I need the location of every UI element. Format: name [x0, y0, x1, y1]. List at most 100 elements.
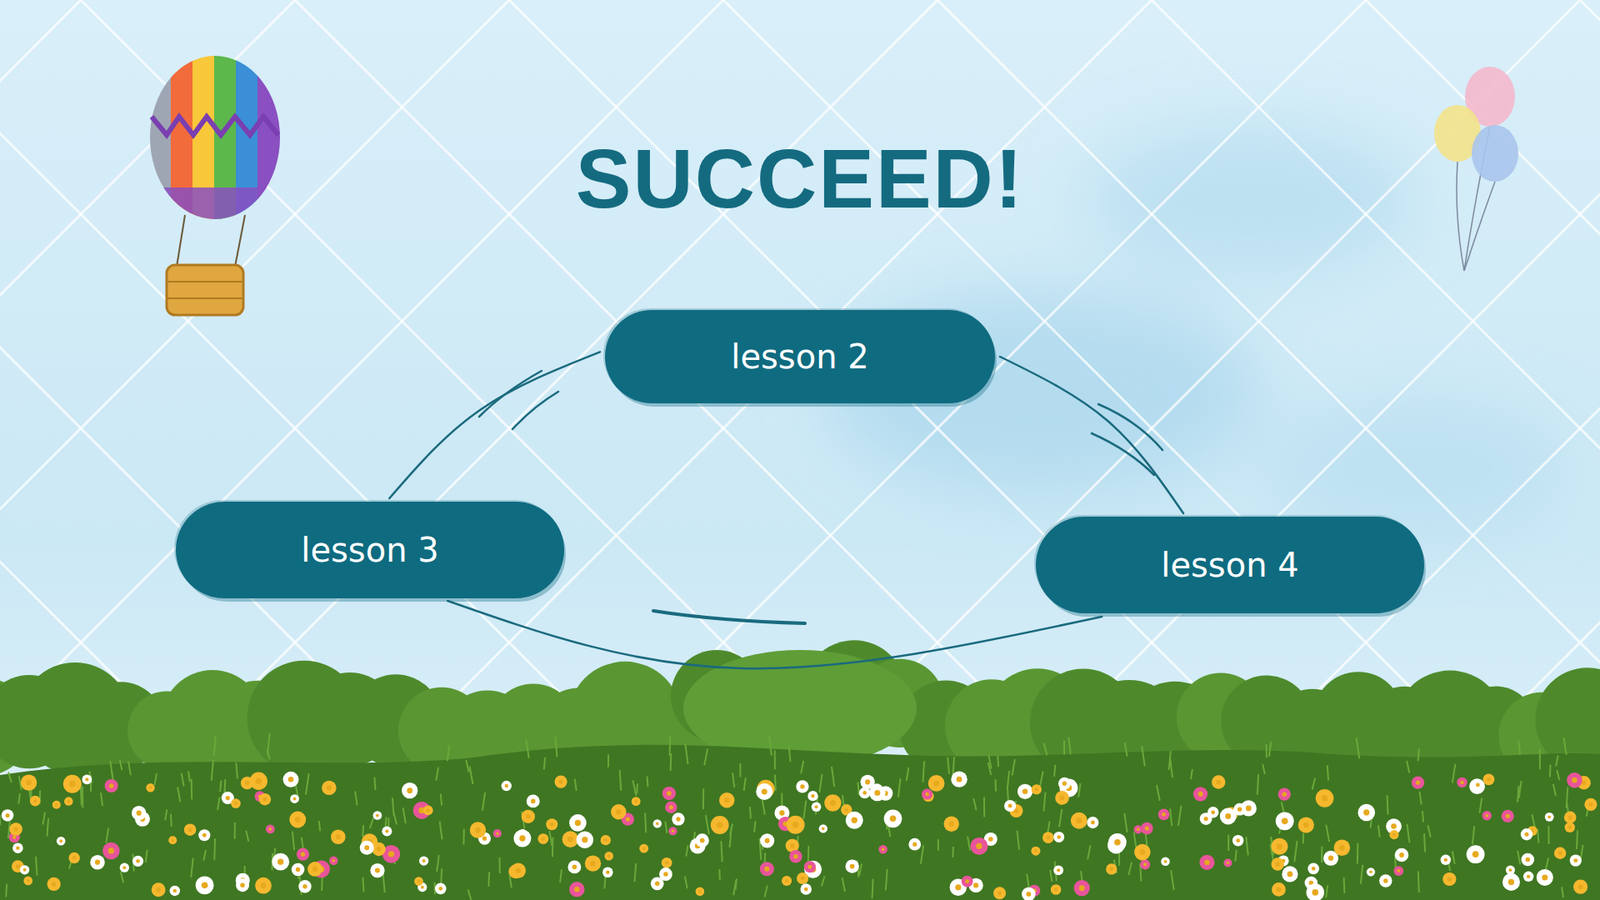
flower-center: [851, 817, 858, 824]
flower-center: [277, 858, 284, 865]
grass-blade: [128, 761, 131, 776]
flower: [1482, 810, 1492, 820]
flower: [845, 811, 864, 830]
grass-blade: [190, 858, 193, 878]
flower: [760, 833, 775, 848]
flower-center: [567, 836, 574, 843]
grass-blade: [744, 777, 746, 791]
grass-blade: [821, 875, 825, 886]
flower: [710, 815, 730, 835]
grass-blade: [735, 878, 737, 890]
flower: [869, 785, 886, 802]
grass-blade: [120, 871, 124, 883]
flower-center: [1054, 887, 1058, 891]
grass-blade: [774, 750, 776, 770]
flower-center: [1204, 816, 1209, 821]
flower: [562, 830, 580, 848]
flower-center: [1383, 878, 1388, 883]
flower: [1053, 865, 1064, 875]
grass-blade: [467, 889, 471, 900]
grass-blade: [685, 876, 688, 890]
flower: [493, 829, 502, 838]
flower-center: [844, 807, 849, 812]
flower: [1523, 871, 1534, 882]
flower: [271, 853, 290, 871]
flower-center: [541, 836, 545, 840]
grass-blade: [319, 820, 320, 831]
flower: [250, 772, 268, 790]
flower: [695, 886, 705, 896]
flower: [414, 876, 424, 886]
flower-center: [724, 797, 730, 803]
grass-blade: [1517, 850, 1520, 865]
flower-center: [1573, 858, 1578, 863]
flower-center: [1363, 809, 1370, 815]
flower: [824, 794, 841, 811]
flower-center: [293, 797, 297, 801]
grass-blade: [872, 879, 874, 900]
flower-center: [505, 784, 509, 788]
flower: [68, 852, 80, 864]
flower-center: [1312, 889, 1320, 896]
flower: [1074, 880, 1090, 896]
flower-center: [1460, 780, 1464, 785]
flower: [1307, 863, 1320, 875]
flower-center: [300, 851, 305, 856]
grass-blade: [1545, 858, 1549, 871]
ground: [0, 745, 1600, 900]
flower-center: [1204, 860, 1210, 865]
grass-blade: [440, 821, 443, 840]
flower: [56, 836, 66, 846]
grass-blade: [718, 869, 720, 880]
flower-center: [1235, 838, 1240, 843]
grass-blade: [1007, 770, 1010, 789]
grass-blade: [361, 825, 365, 837]
flower-center: [1090, 820, 1095, 825]
flower: [1270, 838, 1288, 855]
grass-blade: [951, 846, 955, 858]
flower: [1031, 784, 1042, 795]
grass-blade: [635, 783, 639, 794]
flower: [373, 810, 383, 820]
flower-center: [1136, 827, 1140, 831]
grass-blade: [1227, 835, 1230, 851]
grass-blade: [42, 812, 45, 825]
grass-blade: [1124, 813, 1127, 833]
grass-blade: [973, 798, 976, 810]
grass-blade: [482, 792, 485, 811]
grass-blade: [947, 757, 950, 775]
flower: [184, 823, 196, 835]
flower-center: [675, 816, 680, 821]
flower-center: [262, 797, 267, 802]
flower-center: [1568, 815, 1573, 820]
grass-blade: [440, 793, 442, 805]
flower-center: [201, 881, 209, 889]
grass-blade: [155, 773, 157, 785]
grass-blade: [267, 733, 270, 755]
grass-blade: [789, 745, 791, 762]
flower-center: [1275, 861, 1280, 866]
flower: [1566, 772, 1582, 788]
flower-center: [1210, 810, 1215, 815]
flower: [639, 844, 649, 854]
flower-center: [188, 827, 193, 832]
flower: [567, 860, 581, 874]
diagram-title: SUCCEED!: [575, 132, 1025, 225]
flower: [1134, 844, 1151, 861]
flower-center: [1415, 780, 1420, 785]
flower-center: [1282, 792, 1287, 797]
flower: [1520, 828, 1533, 840]
flower-center: [23, 868, 27, 872]
flower: [1140, 859, 1150, 870]
flower: [662, 786, 676, 800]
grass-blade: [842, 877, 845, 892]
flower-center: [155, 887, 161, 893]
lesson-pill: lesson 3: [175, 501, 565, 599]
grass-blade: [995, 779, 997, 791]
flower-center: [804, 887, 809, 892]
flower-center: [122, 865, 126, 870]
grass-blade: [355, 791, 357, 806]
flower-center: [288, 776, 295, 783]
flower: [131, 805, 147, 821]
